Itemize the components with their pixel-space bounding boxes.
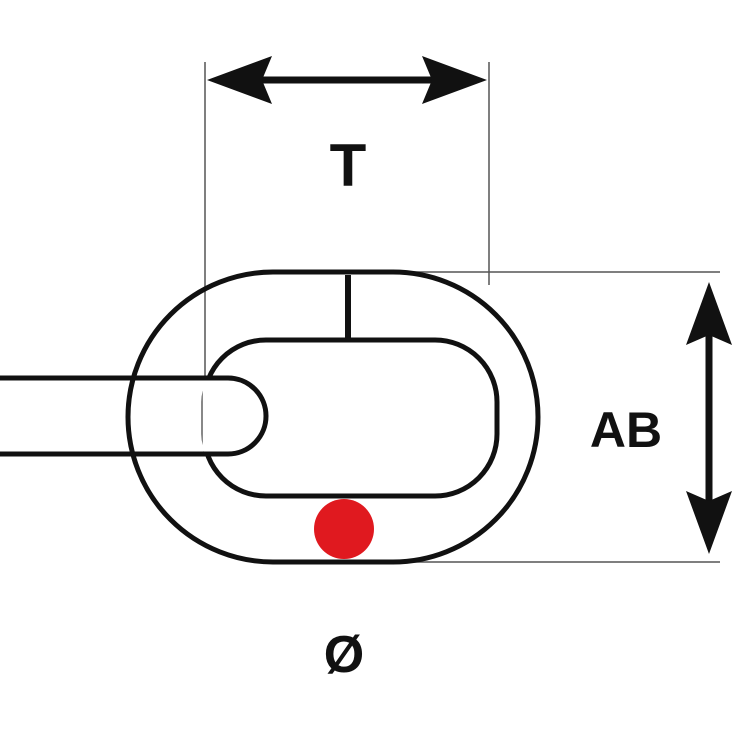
diameter-marker bbox=[314, 499, 374, 559]
ab-arrowhead-bottom bbox=[686, 491, 732, 554]
label-pitch: T bbox=[330, 132, 367, 199]
ab-arrowhead-top bbox=[686, 282, 732, 345]
label-width: AB bbox=[590, 402, 662, 458]
t-arrowhead-right bbox=[422, 56, 487, 104]
t-arrowhead-left bbox=[207, 56, 272, 104]
label-diameter: Ø bbox=[324, 626, 364, 684]
link-outer bbox=[125, 269, 541, 565]
adjacent-link-tip bbox=[204, 375, 269, 457]
